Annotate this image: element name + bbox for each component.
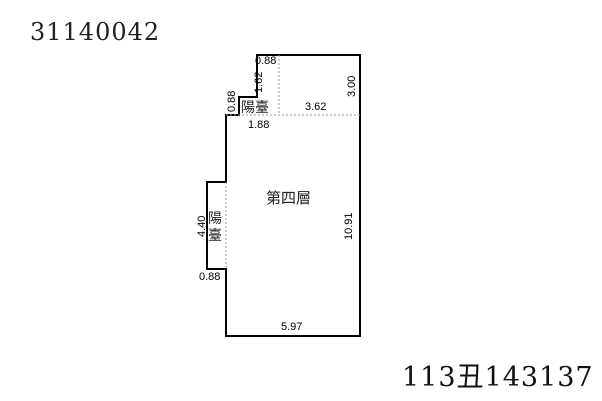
- dim-top-notch-width: 0.88: [255, 55, 276, 67]
- parcel-code-top: 31140042: [30, 18, 161, 46]
- dim-small-step-height: 0.88: [226, 91, 238, 112]
- dim-top-right-height: 3.00: [346, 76, 358, 97]
- balcony-left-char2: 臺: [208, 228, 222, 244]
- dim-balcony-width: 1.88: [248, 119, 269, 131]
- dim-left-balcony-depth: 0.88: [199, 271, 220, 283]
- floor-outline: [206, 54, 361, 337]
- dim-upper-span: 3.62: [305, 101, 326, 113]
- floor-label: 第四層: [266, 189, 311, 207]
- balcony-top-label: 陽臺: [241, 100, 269, 116]
- dim-left-balcony-height: 4.40: [196, 216, 208, 237]
- balcony-left-char1: 陽: [208, 211, 222, 227]
- dim-bottom-width: 5.97: [281, 321, 302, 333]
- parcel-code-bottom: 113丑143137: [402, 362, 594, 393]
- dim-right-height: 10.91: [343, 212, 355, 240]
- dim-top-notch-height: 1.62: [253, 72, 265, 93]
